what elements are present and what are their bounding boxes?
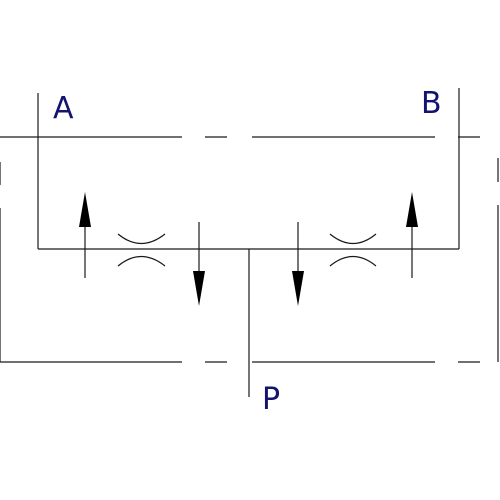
arrow-down-icon [292, 222, 304, 306]
port-a-label: A [53, 91, 74, 126]
left-throttle-icon [117, 233, 166, 267]
port-b-label: B [421, 86, 442, 121]
flow-lines [37, 88, 460, 397]
arrow-down-icon [193, 222, 205, 306]
port-p-label: P [262, 382, 280, 417]
arrow-up-icon [79, 192, 91, 278]
valve-envelope [0, 136, 499, 363]
arrow-up-icon [406, 192, 418, 278]
right-throttle-icon [329, 233, 377, 267]
